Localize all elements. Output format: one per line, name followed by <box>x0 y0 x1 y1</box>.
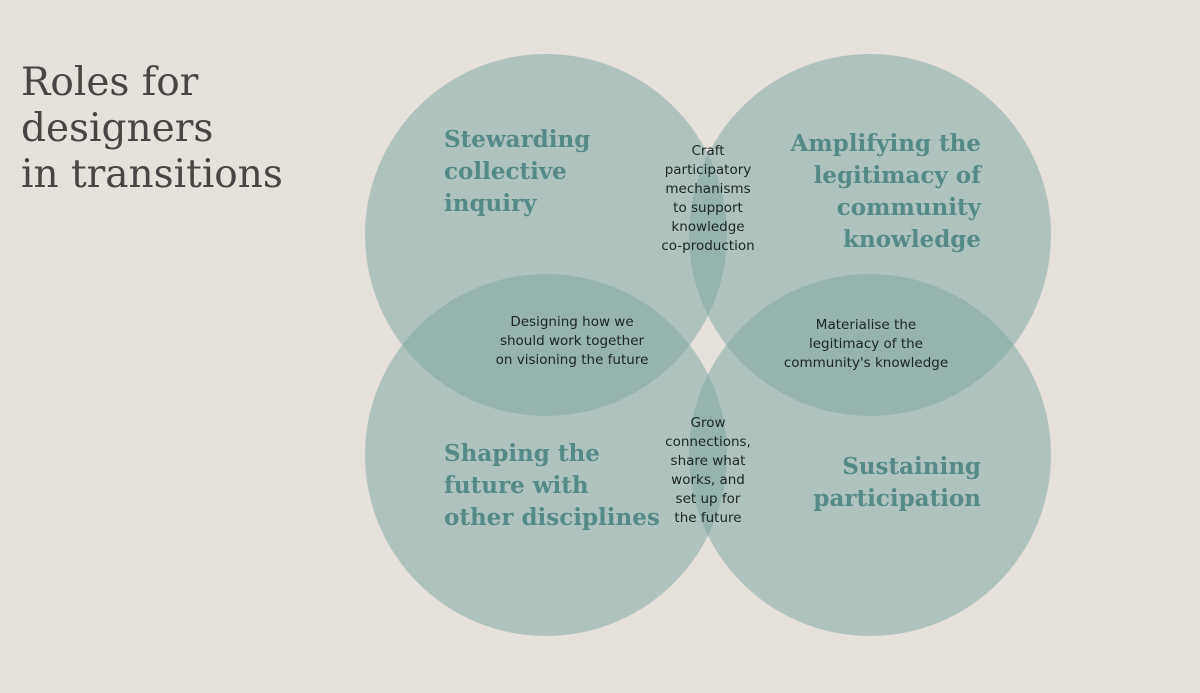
overlap-line: knowledge <box>671 219 745 235</box>
overlap-craft-participatory-mechanisms: Craft participatory mechanisms to suppor… <box>638 142 778 256</box>
overlap-line: set up for <box>675 491 741 507</box>
overlap-line: should work together <box>499 333 645 349</box>
role-line: inquiry <box>444 190 537 217</box>
role-line: other disciplines <box>444 504 660 531</box>
role-line: collective <box>444 158 567 185</box>
overlap-line: Materialise the <box>815 317 917 333</box>
page-title-line-1: Roles for designers <box>21 60 214 151</box>
role-line: Shaping the <box>444 440 600 467</box>
venn-circle-bottom-left <box>365 274 727 636</box>
page-title: Roles for designers in transitions <box>21 60 381 198</box>
role-line: legitimacy of <box>813 162 981 189</box>
overlap-materialise-legitimacy: Materialise the legitimacy of the commun… <box>766 316 966 373</box>
role-shaping-the-future: Shaping the future with other discipline… <box>444 438 660 534</box>
overlap-line: participatory <box>664 162 752 178</box>
role-line: participation <box>813 485 981 512</box>
overlap-line: legitimacy of the <box>808 336 923 352</box>
overlap-line: co-production <box>661 238 755 254</box>
overlap-line: connections, <box>665 434 751 450</box>
role-line: Stewarding <box>444 126 591 153</box>
venn-circle-bottom-right <box>689 274 1051 636</box>
role-line: future with <box>444 472 589 499</box>
role-sustaining-participation: Sustaining participation <box>813 451 981 515</box>
overlap-line: share what <box>670 453 746 469</box>
role-line: knowledge <box>843 226 981 253</box>
role-amplifying-legitimacy: Amplifying the legitimacy of community k… <box>790 128 981 256</box>
overlap-designing-how-we-work: Designing how we should work together on… <box>472 313 672 370</box>
overlap-line: Craft <box>691 143 725 159</box>
role-stewarding-collective-inquiry: Stewarding collective inquiry <box>444 124 590 220</box>
overlap-grow-connections: Grow connections, share what works, and … <box>648 414 768 528</box>
overlap-line: Grow <box>690 415 726 431</box>
overlap-line: community's knowledge <box>783 355 949 371</box>
overlap-line: the future <box>674 510 742 526</box>
overlap-line: on visioning the future <box>495 352 649 368</box>
overlap-line: works, and <box>671 472 745 488</box>
overlap-line: to support <box>673 200 743 216</box>
page-title-line-2: in transitions <box>21 152 283 197</box>
role-line: Amplifying the <box>790 130 981 157</box>
role-line: community <box>836 194 981 221</box>
overlap-line: Designing how we <box>510 314 634 330</box>
overlap-line: mechanisms <box>665 181 751 197</box>
role-line: Sustaining <box>842 453 981 480</box>
